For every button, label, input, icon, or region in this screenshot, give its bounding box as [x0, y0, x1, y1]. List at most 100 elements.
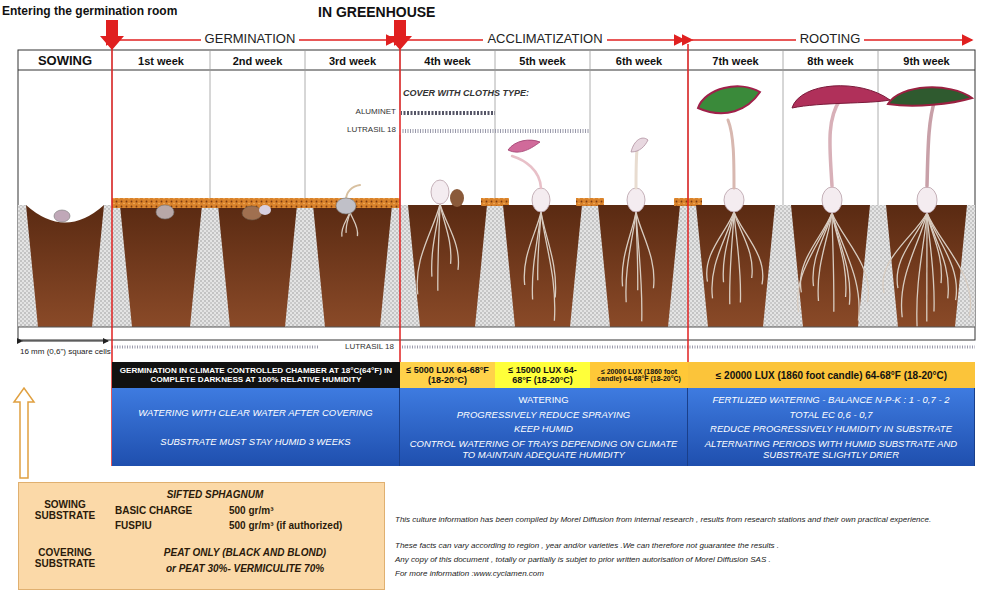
- column-header: 9th week: [878, 55, 975, 67]
- root: [927, 213, 948, 298]
- band-text: KEEP HUMID: [514, 423, 573, 434]
- substrate-text: PEAT ONLY (BLACK AND BLOND): [115, 547, 375, 558]
- root: [342, 212, 350, 237]
- root: [917, 213, 927, 327]
- root: [440, 204, 451, 264]
- root: [800, 213, 832, 292]
- cloth-label: LUTRASIL 18: [341, 342, 398, 351]
- cell-pot: [791, 205, 870, 327]
- root: [832, 213, 859, 321]
- band-text: REDUCE PROGRESSIVELY HUMIDITY IN SUBSTRA…: [710, 423, 952, 434]
- light-box: ≤ 20000 LUX (1860 foot candle) 64-68°F (…: [590, 362, 688, 388]
- cell-pot: [120, 205, 202, 327]
- root: [417, 204, 440, 294]
- root: [541, 212, 555, 321]
- band-text: ≤ 5000 LUX 64-68°F (18-20°C): [404, 365, 491, 385]
- band-text: GERMINATION IN CLIMATE CONTROLLED CHAMBE…: [116, 366, 396, 384]
- root: [532, 212, 541, 299]
- substrate-box: SOWING SUBSTRATE SIFTED SPHAGNUM BASIC CHA…: [18, 482, 385, 590]
- root: [927, 213, 956, 300]
- footnote: This culture information has been compil…: [395, 515, 995, 524]
- footnote: These facts can vary according to region…: [395, 541, 995, 550]
- column-header: 3rd week: [305, 55, 400, 67]
- tuber: [627, 188, 645, 212]
- root: [346, 212, 350, 233]
- column-header: 6th week: [590, 55, 688, 67]
- light-box: ≤ 15000 LUX 64-68°F (18-20°C): [495, 362, 590, 388]
- tuber: [431, 180, 449, 204]
- root: [832, 213, 834, 312]
- cell-pot: [886, 205, 967, 327]
- cloth-label: LUTRASIL 18: [320, 125, 396, 134]
- tuber: [822, 187, 842, 213]
- tuber: [724, 188, 744, 212]
- column-header: 1st week: [112, 55, 210, 67]
- root: [438, 204, 440, 291]
- root: [818, 213, 832, 301]
- tuber: [917, 187, 937, 213]
- band-text: FERTILIZED WATERING - BALANCE N-P-K : 1 …: [712, 394, 949, 405]
- band-text: WATERING WITH CLEAR WATER AFTER COVERING: [138, 407, 372, 418]
- footnote: Any copy of this document , totally or p…: [395, 555, 995, 564]
- cell-pot: [218, 205, 297, 327]
- root: [636, 212, 654, 288]
- root: [626, 212, 636, 302]
- band-text: PROGRESSIVELY REDUCE SPRAYING: [457, 409, 631, 420]
- root: [926, 213, 928, 322]
- column-header: 8th week: [783, 55, 878, 67]
- band-text: ALTERNATING PERIODS WITH HUMID SUBSTRATE…: [692, 438, 970, 460]
- substrate-text: SOWING SUBSTRATE: [25, 499, 105, 521]
- substrate-text: BASIC CHARGE: [115, 505, 225, 516]
- substrate-text: COVERING SUBSTRATE: [25, 547, 105, 569]
- seed-coat: [450, 189, 464, 207]
- root: [798, 213, 832, 312]
- room-note: Entering the germination room: [2, 4, 212, 18]
- root: [734, 212, 763, 284]
- cell-pot: [696, 205, 775, 327]
- column-header: SOWING: [18, 53, 112, 68]
- band-text: WATERING: [518, 394, 568, 405]
- phase-label: GERMINATION: [201, 31, 300, 46]
- root: [730, 212, 734, 304]
- root: [541, 212, 556, 298]
- root: [734, 212, 752, 278]
- substrate-text: or PEAT 30%- VERMICULITE 70%: [115, 563, 375, 574]
- covering-layer: [481, 198, 509, 206]
- root: [883, 213, 927, 293]
- band-text: ≤ 15000 LUX 64-68°F (18-20°C): [499, 365, 586, 385]
- substrate-text: 500 gr/m³ (if authorized): [229, 520, 379, 531]
- band-text: ≤ 20000 LUX (1860 foot candle) 64-68°F (…: [716, 370, 947, 381]
- cell-pot: [26, 205, 104, 327]
- light-box: ≤ 20000 LUX (1860 foot candle) 64-68°F (…: [688, 362, 975, 388]
- cell-pot: [598, 205, 680, 327]
- band-text: TOTAL EC 0,6 - 0,7: [790, 409, 873, 420]
- root: [813, 213, 832, 286]
- root: [350, 212, 358, 236]
- root: [440, 204, 459, 270]
- area-heading: IN GREENHOUSE: [318, 4, 478, 20]
- band-text: ≤ 20000 LUX (1860 foot candle) 64-68°F (…: [594, 368, 684, 382]
- light-box: ≤ 5000 LUX 64-68°F (18-20°C): [400, 362, 495, 388]
- column-header: 5th week: [495, 55, 590, 67]
- condition-band: GERMINATION IN CLIMATE CONTROLLED CHAMBE…: [112, 362, 400, 388]
- phase-label: ROOTING: [796, 31, 865, 46]
- column-header: 7th week: [688, 55, 783, 67]
- root: [538, 212, 541, 280]
- cell-pot: [503, 205, 582, 327]
- band-text: SUBSTRATE MUST STAY HUMID 3 WEEKS: [160, 436, 350, 447]
- substrate-text: FUSPIU: [115, 520, 225, 531]
- root: [927, 213, 971, 316]
- substrate-text: 500 gr/m³: [229, 505, 379, 516]
- band-text: CONTROL WATERING OF TRAYS DEPENDING ON C…: [404, 438, 683, 460]
- tuber: [532, 188, 550, 212]
- cloth-label: COVER WITH CLOTHS TYPE:: [403, 88, 623, 98]
- substrate-text: SIFTED SPHAGNUM: [115, 489, 315, 500]
- empty-cell-top: [26, 205, 104, 223]
- root: [723, 212, 734, 282]
- cell-pot: [313, 205, 392, 327]
- watering-band: FERTILIZED WATERING - BALANCE N-P-K : 1 …: [688, 388, 975, 466]
- watering-band: WATERING PROGRESSIVELY REDUCE SPRAYING KEE…: [400, 388, 688, 466]
- column-header: 2nd week: [210, 55, 305, 67]
- column-header: 4th week: [400, 55, 495, 67]
- covering-layer: [576, 198, 604, 206]
